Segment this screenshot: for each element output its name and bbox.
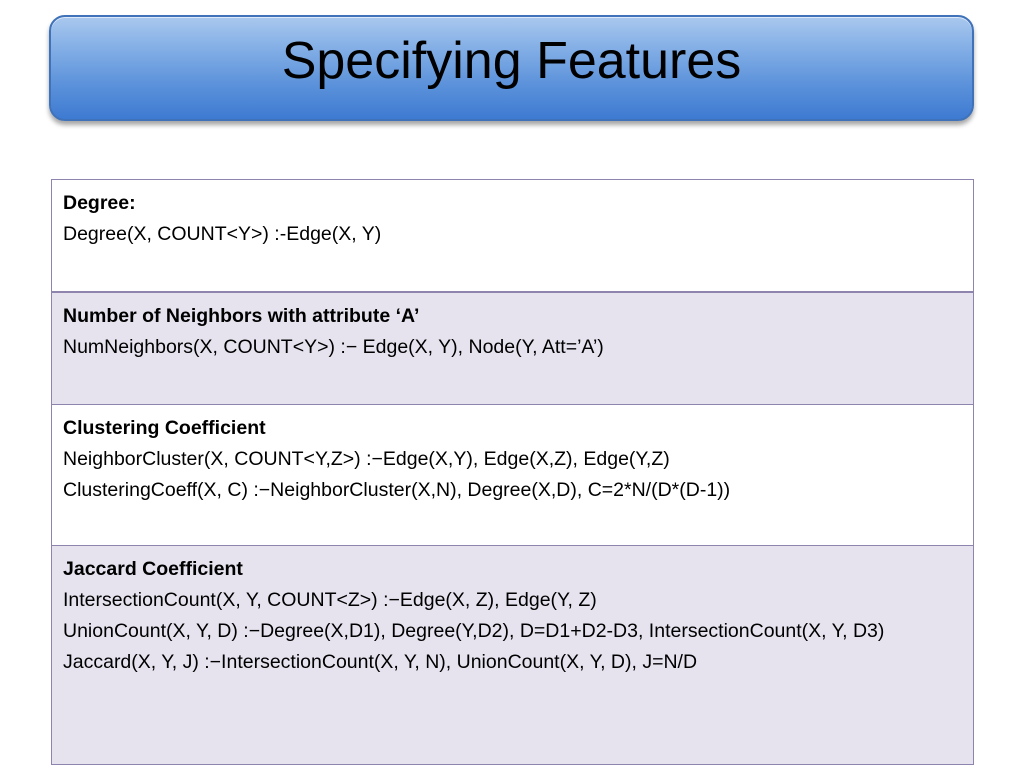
feature-cell-degree: Degree: Degree(X, COUNT<Y>) :-Edge(X, Y) bbox=[51, 179, 974, 293]
table-row: Number of Neighbors with attribute ‘A’ N… bbox=[51, 292, 974, 405]
feature-rule: Degree(X, COUNT<Y>) :-Edge(X, Y) bbox=[63, 223, 382, 245]
table-row: Degree: Degree(X, COUNT<Y>) :-Edge(X, Y) bbox=[51, 179, 974, 293]
feature-name: Jaccard Coefficient bbox=[63, 558, 243, 580]
feature-cell-clustering: Clustering Coefficient NeighborCluster(X… bbox=[51, 404, 974, 546]
table-row: Jaccard Coefficient IntersectionCount(X,… bbox=[51, 545, 974, 765]
feature-table: Degree: Degree(X, COUNT<Y>) :-Edge(X, Y)… bbox=[51, 179, 974, 765]
feature-name: Clustering Coefficient bbox=[63, 417, 266, 439]
feature-rule: ClusteringCoeff(X, C) :−NeighborCluster(… bbox=[63, 479, 731, 501]
feature-rule: Jaccard(X, Y, J) :−IntersectionCount(X, … bbox=[63, 651, 698, 673]
feature-cell-num-neighbors: Number of Neighbors with attribute ‘A’ N… bbox=[51, 292, 974, 405]
slide-title: Specifying Features bbox=[281, 32, 742, 90]
feature-rule: NumNeighbors(X, COUNT<Y>) :− Edge(X, Y),… bbox=[63, 336, 604, 358]
table-row: Clustering Coefficient NeighborCluster(X… bbox=[51, 404, 974, 546]
feature-cell-jaccard: Jaccard Coefficient IntersectionCount(X,… bbox=[51, 545, 974, 765]
feature-rule: UnionCount(X, Y, D) :−Degree(X,D1), Degr… bbox=[63, 620, 885, 642]
feature-rule: NeighborCluster(X, COUNT<Y,Z>) :−Edge(X,… bbox=[63, 448, 670, 470]
feature-name: Degree: bbox=[63, 192, 136, 214]
feature-rule: IntersectionCount(X, Y, COUNT<Z>) :−Edge… bbox=[63, 589, 597, 611]
feature-name: Number of Neighbors with attribute ‘A’ bbox=[63, 305, 420, 327]
title-banner: Specifying Features bbox=[49, 15, 974, 121]
